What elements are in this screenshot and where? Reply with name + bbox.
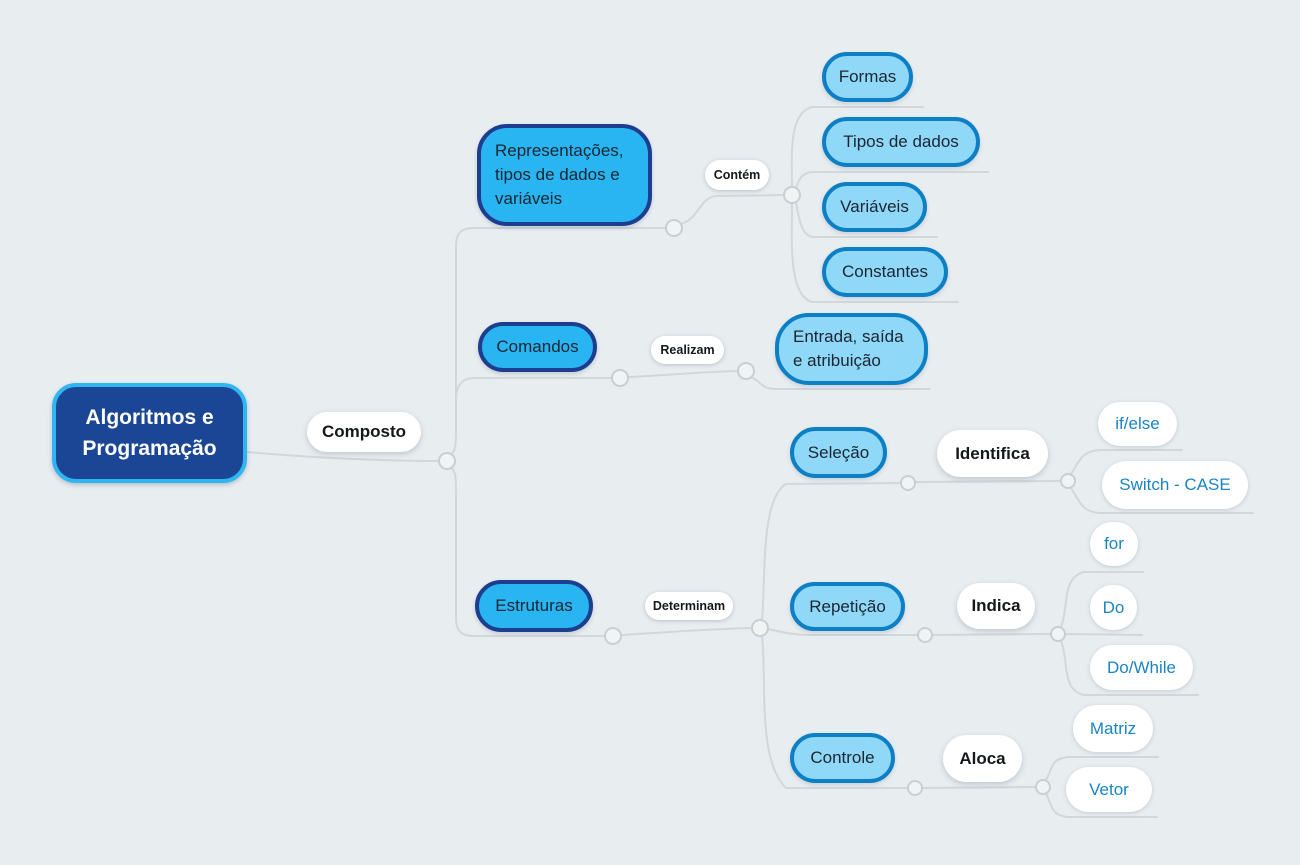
relation-label-composto[interactable]: Composto <box>307 412 421 452</box>
topic-do[interactable]: Do <box>1090 585 1137 630</box>
relation-label-identifica[interactable]: Identifica <box>937 430 1048 477</box>
relation-label-realizam[interactable]: Realizam <box>651 336 724 364</box>
topic-tipos-de-dados[interactable]: Tipos de dados <box>822 117 980 167</box>
topic-selecao[interactable]: Seleção <box>790 427 887 478</box>
topic-entrada-saida-e-atribuicao[interactable]: Entrada, saída e atribuição <box>775 313 928 385</box>
topic-for[interactable]: for <box>1090 522 1138 566</box>
topic-comandos[interactable]: Comandos <box>478 322 597 372</box>
topic-repeticao[interactable]: Repetição <box>790 582 905 631</box>
topic-estruturas[interactable]: Estruturas <box>475 580 593 632</box>
topic-switch-case[interactable]: Switch - CASE <box>1102 461 1248 509</box>
topic-controle[interactable]: Controle <box>790 733 895 783</box>
relation-label-determinam[interactable]: Determinam <box>645 592 733 620</box>
topic-constantes[interactable]: Constantes <box>822 247 948 297</box>
topic-if-else[interactable]: if/else <box>1098 402 1177 446</box>
topic-vetor[interactable]: Vetor <box>1066 767 1152 812</box>
topic-do-while[interactable]: Do/While <box>1090 645 1193 690</box>
relation-label-aloca[interactable]: Aloca <box>943 735 1022 782</box>
topic-matriz[interactable]: Matriz <box>1073 705 1153 752</box>
relation-label-indica[interactable]: Indica <box>957 583 1035 629</box>
topic-variaveis[interactable]: Variáveis <box>822 182 927 232</box>
relation-label-contem[interactable]: Contém <box>705 160 769 190</box>
topic-algoritmos-e-programacao[interactable]: Algoritmos e Programação <box>52 383 247 483</box>
topic-formas[interactable]: Formas <box>822 52 913 102</box>
topic-representacoes-tipos-de-dados-e-variaveis[interactable]: Representações, tipos de dados e variáve… <box>477 124 652 226</box>
